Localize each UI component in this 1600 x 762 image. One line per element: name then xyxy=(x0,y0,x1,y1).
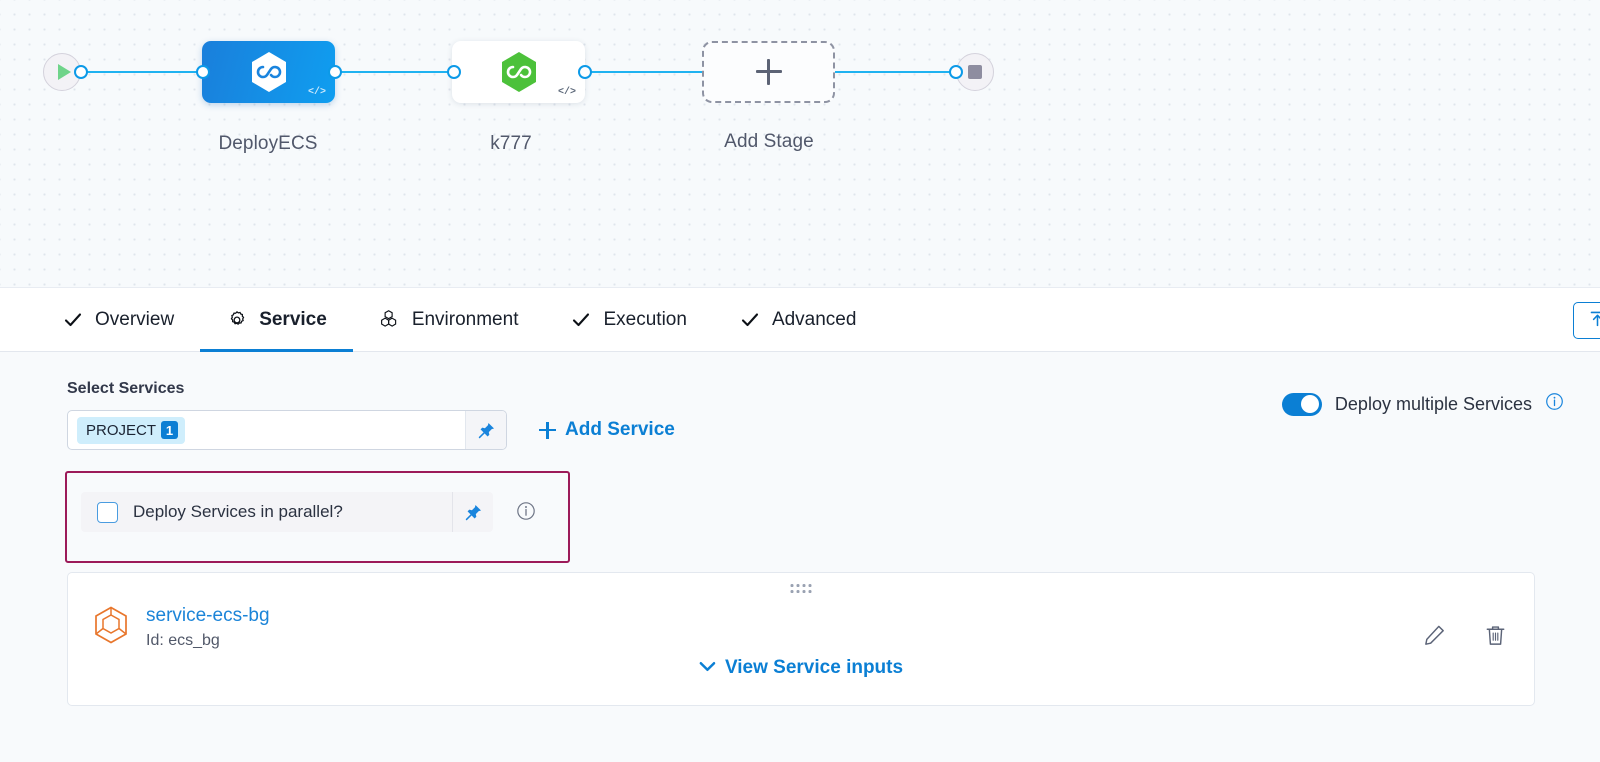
drag-handle-icon[interactable] xyxy=(790,584,812,593)
chip-count-badge: 1 xyxy=(161,421,179,439)
tab-label: Execution xyxy=(603,308,687,330)
tab-label: Service xyxy=(259,308,327,330)
connector-dot-end[interactable] xyxy=(949,65,963,79)
select-services-row: PROJECT 1 Add Service xyxy=(67,410,1600,450)
save-as-template-button[interactable]: S xyxy=(1572,302,1600,339)
stage-k777[interactable]: </> xyxy=(452,41,585,103)
service-card-actions xyxy=(1422,623,1508,653)
hex-cluster-icon xyxy=(379,309,401,331)
trash-icon[interactable] xyxy=(1483,623,1508,653)
wire-k777-to-addstage xyxy=(580,71,715,73)
pencil-icon[interactable] xyxy=(1422,623,1447,653)
connector-dot-deployecs-in[interactable] xyxy=(196,65,210,79)
stage-label-deployecs: DeployECS xyxy=(218,133,318,154)
pipeline-canvas[interactable]: </> DeployECS </> k777 Add Stage xyxy=(0,0,1600,288)
save-template-icon xyxy=(1588,309,1600,333)
deploy-parallel-info-icon[interactable] xyxy=(516,501,536,526)
plus-icon xyxy=(539,421,556,439)
deploy-parallel-field[interactable]: Deploy Services in parallel? xyxy=(81,492,493,532)
pin-icon xyxy=(465,504,481,520)
service-panel: Select Services PROJECT 1 Add Service De… xyxy=(0,352,1600,762)
deploy-multiple-services-row[interactable]: Deploy multiple Services xyxy=(1281,392,1564,416)
harness-hexagon-icon xyxy=(251,52,286,92)
deploy-multiple-services-label: Deploy multiple Services xyxy=(1334,393,1532,414)
check-icon xyxy=(739,309,761,331)
add-service-button[interactable]: Add Service xyxy=(539,419,675,441)
pin-icon xyxy=(478,422,494,438)
wire-addstage-to-end xyxy=(830,71,965,73)
connector-dot-start[interactable] xyxy=(74,65,88,79)
chevron-down-icon xyxy=(699,657,716,679)
select-services-label: Select Services xyxy=(67,380,185,397)
tab-label: Advanced xyxy=(771,308,857,330)
stage-label-k777: k777 xyxy=(490,133,532,154)
services-pin-button[interactable] xyxy=(465,411,506,449)
service-hexagon-icon xyxy=(92,605,130,652)
services-multiselect[interactable]: PROJECT 1 xyxy=(67,410,507,450)
add-service-label: Add Service xyxy=(565,419,675,440)
service-card[interactable]: service-ecs-bg Id: ecs_bg View Service i… xyxy=(67,572,1535,706)
view-service-inputs-label: View Service inputs xyxy=(724,657,904,678)
view-service-inputs-button[interactable]: View Service inputs xyxy=(699,657,903,679)
deploy-parallel-label: Deploy Services in parallel? xyxy=(133,502,343,521)
add-stage-label: Add Stage xyxy=(724,131,814,152)
tab-overview[interactable]: Overview xyxy=(36,288,200,352)
stage-tabbar: Overview Service Environment Execution xyxy=(0,288,1600,352)
code-view-icon[interactable]: </> xyxy=(307,87,326,98)
deploy-parallel-checkbox[interactable] xyxy=(97,501,118,523)
add-stage-button[interactable] xyxy=(702,41,835,103)
play-icon xyxy=(57,64,71,80)
tab-execution[interactable]: Execution xyxy=(544,288,712,352)
check-icon xyxy=(570,309,592,331)
tab-label: Environment xyxy=(411,308,519,330)
selected-service-chip[interactable]: PROJECT 1 xyxy=(77,416,186,444)
tab-environment[interactable]: Environment xyxy=(353,288,545,352)
info-icon[interactable] xyxy=(1545,392,1564,416)
deploy-multiple-services-toggle[interactable] xyxy=(1281,392,1322,416)
connector-dot-deployecs-out[interactable] xyxy=(328,65,342,79)
stage-deployecs[interactable]: </> xyxy=(202,41,335,103)
stop-icon xyxy=(968,65,982,79)
connector-dot-k777-in[interactable] xyxy=(447,65,461,79)
tab-label: Overview xyxy=(95,308,175,330)
deploy-parallel-highlight: Deploy Services in parallel? xyxy=(65,471,570,563)
plus-icon xyxy=(755,59,782,85)
deploy-parallel-pin-button[interactable] xyxy=(452,492,493,532)
connector-dot-k777-out[interactable] xyxy=(578,65,592,79)
wire-deployecs-to-k777 xyxy=(330,71,460,73)
service-id-text: Id: ecs_bg xyxy=(146,631,220,649)
wire-start-to-deployecs xyxy=(77,71,207,73)
tab-service[interactable]: Service xyxy=(200,288,353,352)
gear-icon xyxy=(226,309,248,331)
harness-hexagon-green-icon xyxy=(501,52,536,92)
check-icon xyxy=(62,309,84,331)
chip-label: PROJECT xyxy=(86,421,157,439)
code-view-icon[interactable]: </> xyxy=(557,87,576,98)
tab-advanced[interactable]: Advanced xyxy=(713,288,883,352)
service-name-link[interactable]: service-ecs-bg xyxy=(146,605,270,626)
service-identity: service-ecs-bg Id: ecs_bg xyxy=(92,605,270,652)
